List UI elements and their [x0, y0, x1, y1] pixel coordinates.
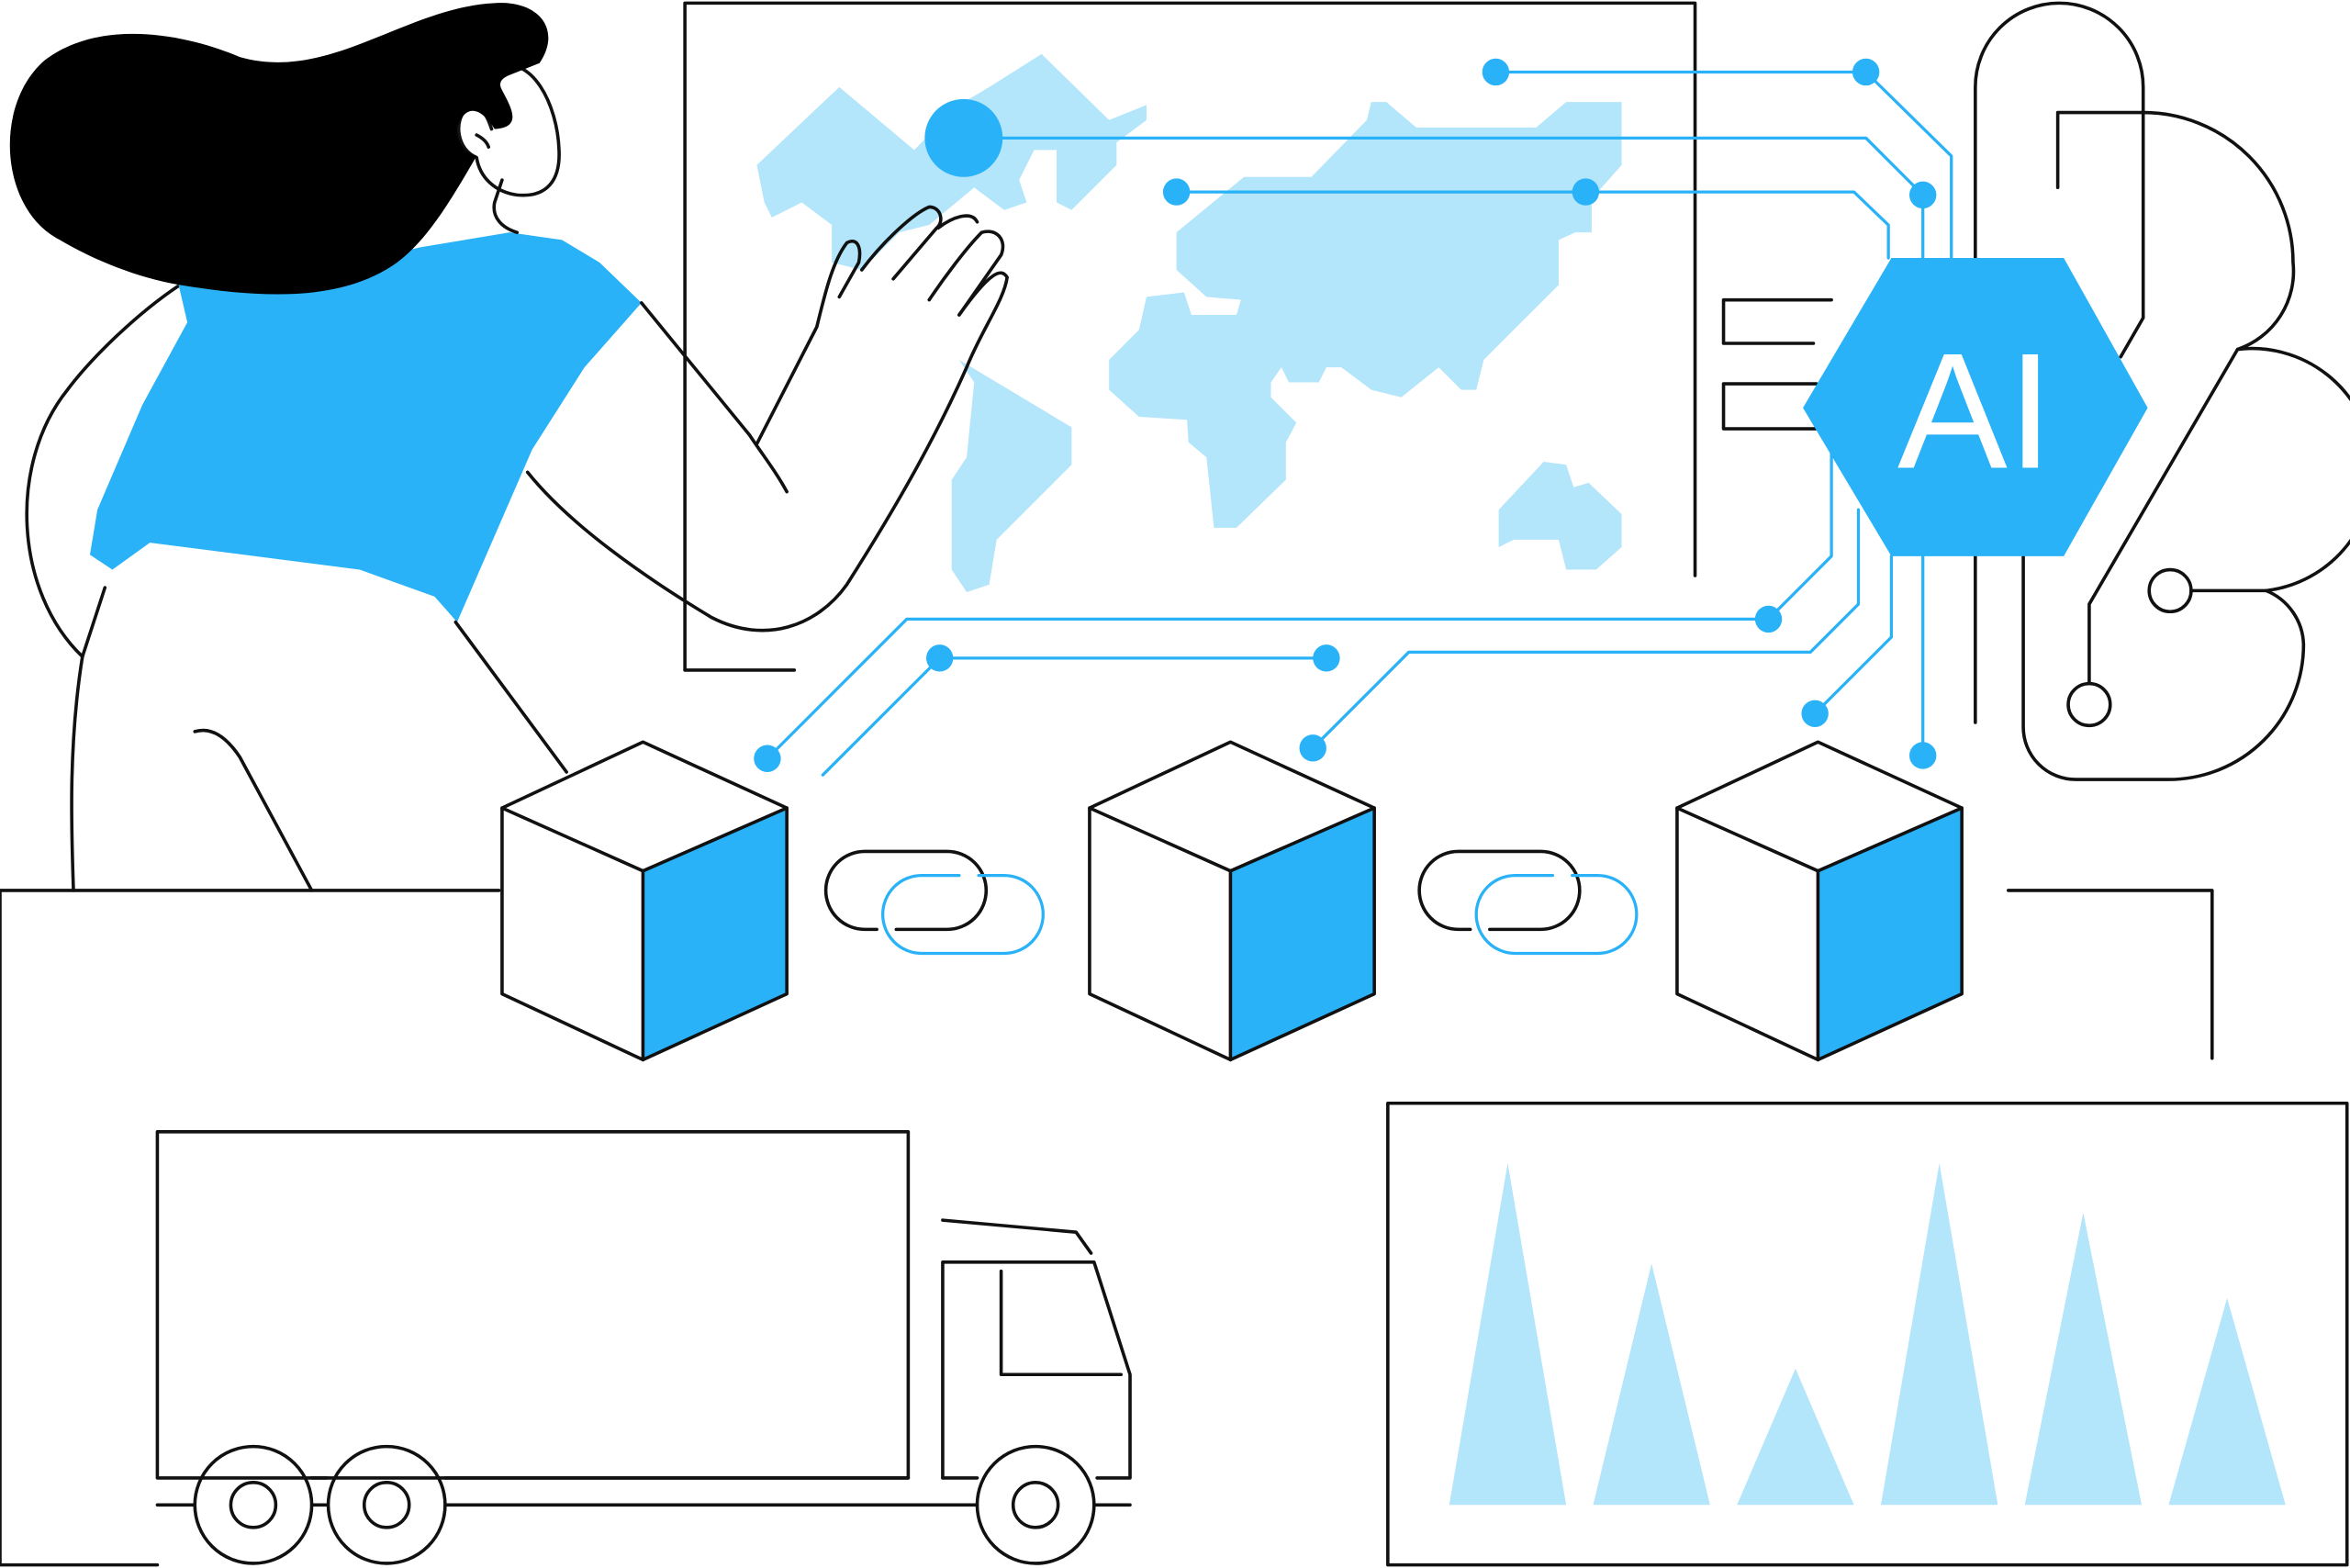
node-dot	[1801, 700, 1829, 727]
node-dot	[1299, 734, 1326, 762]
hair	[9, 3, 549, 295]
node-dot	[1482, 58, 1510, 86]
block-cube	[500, 740, 789, 1062]
chain-link-icon	[1417, 849, 1639, 956]
node-dot	[1572, 178, 1600, 206]
circuit-lines	[754, 58, 1953, 777]
node-dot	[1852, 58, 1880, 86]
chain-link-icon	[823, 849, 1045, 956]
node-dot	[1909, 181, 1937, 209]
chart-spike	[1449, 1163, 1567, 1506]
chart-spike	[1593, 1263, 1710, 1506]
woman-figure	[9, 3, 1009, 892]
chart-spike	[1880, 1163, 1998, 1506]
chart-panel	[1386, 1101, 2349, 1567]
world-map-continents	[756, 53, 1622, 593]
ai-hexagon-badge: AI	[1803, 257, 2148, 556]
node-dot	[1754, 605, 1783, 633]
wheel	[326, 1444, 447, 1565]
world-map-panel	[683, 1, 1697, 672]
ai-label: AI	[1897, 319, 2053, 504]
node-dot	[1162, 178, 1191, 206]
desk-outline	[0, 889, 501, 1567]
node-dot	[1909, 742, 1937, 769]
chart-spike	[1737, 1368, 1854, 1506]
truck-icon	[155, 1129, 1132, 1565]
node-dot	[754, 745, 781, 772]
wheel	[975, 1444, 1096, 1565]
chart-spike	[2024, 1212, 2143, 1506]
node-dot	[925, 644, 954, 672]
wheel	[193, 1444, 314, 1565]
node-dot	[1313, 644, 1340, 672]
block-cube	[1088, 740, 1376, 1062]
block-cube	[1675, 740, 1964, 1062]
brain-outline	[1721, 1, 2350, 781]
location-marker	[924, 98, 1003, 177]
chart-spike	[2168, 1298, 2286, 1506]
